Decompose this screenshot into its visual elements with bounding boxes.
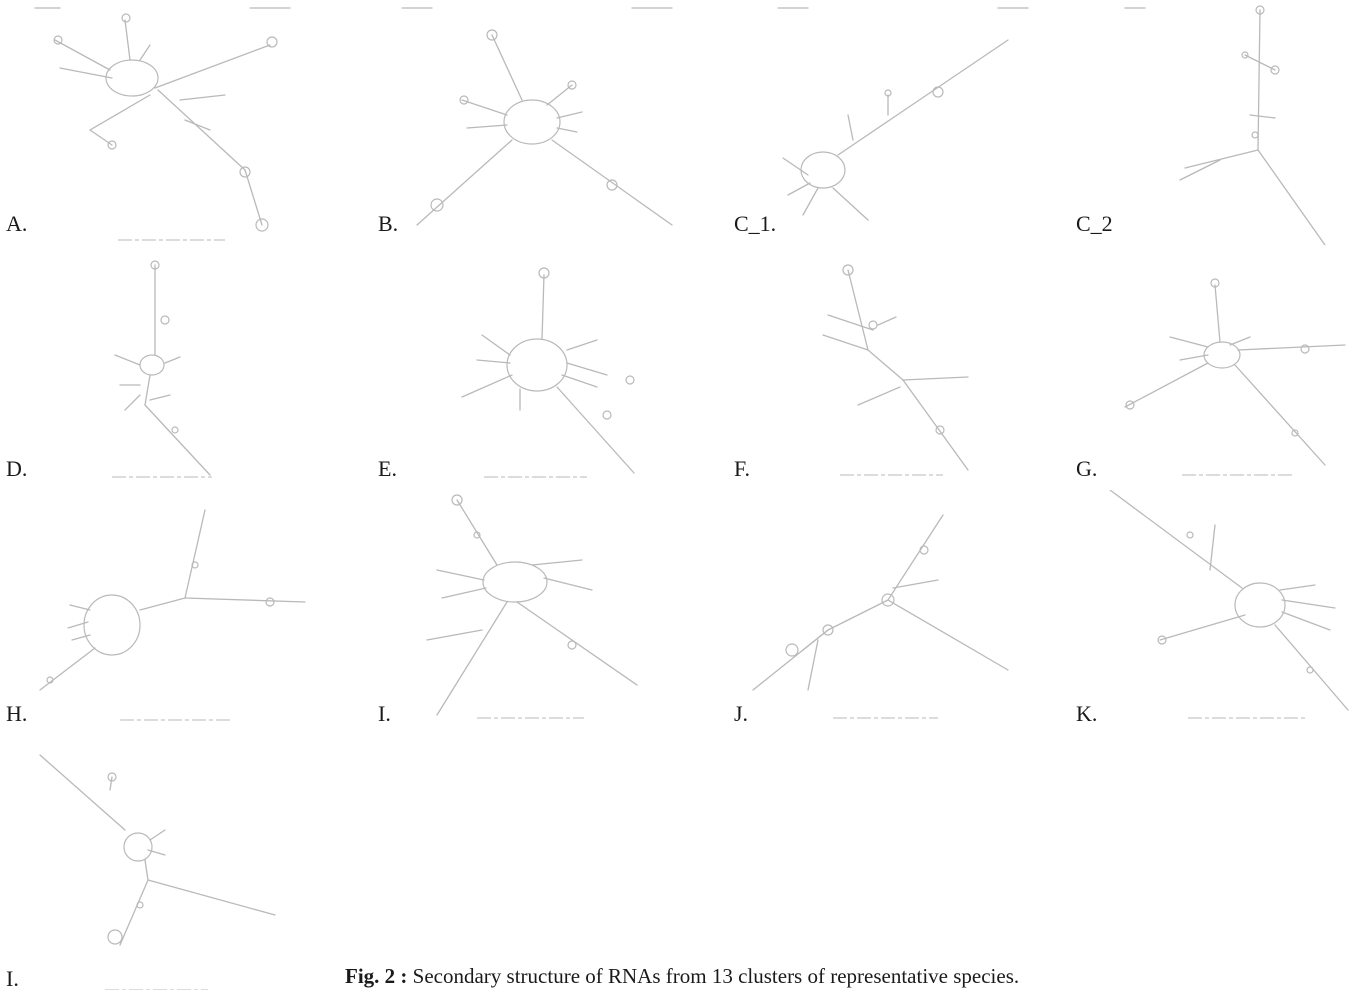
rna-structure-a — [34, 7, 291, 241]
rna-structure-e — [461, 267, 635, 478]
panel-f: F. — [728, 245, 1083, 490]
panel-label: G. — [1076, 456, 1098, 481]
figure-caption-text: Secondary structure of RNAs from 13 clus… — [407, 964, 1020, 988]
figure-caption-prefix: Fig. 2 : — [345, 964, 408, 988]
panel-k: K. — [1070, 490, 1355, 735]
panel-j: J. — [728, 490, 1083, 735]
rna-structure-g — [1124, 278, 1346, 476]
panel-label: C_2 — [1076, 211, 1113, 236]
panel-c2: C_2 — [1070, 0, 1355, 245]
rna-structure-f — [822, 264, 969, 476]
rna-structure-c1 — [777, 7, 1029, 221]
figure-caption: Fig. 2 : Secondary structure of RNAs fro… — [345, 964, 1019, 989]
panel-h: H. — [0, 490, 355, 735]
rna-structure-k — [1109, 490, 1349, 719]
panel-d: D. — [0, 245, 355, 490]
rna-structure-h — [39, 509, 306, 721]
panel-label: K. — [1076, 701, 1098, 726]
panel-b: B. — [372, 0, 727, 245]
panel-e: E. — [372, 245, 727, 490]
panel-label: D. — [6, 456, 28, 481]
panel-label: B. — [378, 211, 399, 236]
panel-label: A. — [6, 211, 28, 236]
panel-label: H. — [6, 701, 28, 726]
panel-label: E. — [378, 456, 397, 481]
panel-label: I. — [378, 701, 391, 726]
rna-structure-c2 — [1124, 5, 1326, 245]
panel-label: I. — [6, 966, 19, 991]
panel-g: G. — [1070, 245, 1355, 490]
panel-a: A. — [0, 0, 355, 245]
panel-label: J. — [734, 701, 749, 726]
rna-structure-l — [39, 754, 276, 990]
panel-label: C_1. — [734, 211, 777, 236]
rna-structure-d — [112, 260, 212, 478]
panel-c1: C_1. — [728, 0, 1083, 245]
panel-l: I. — [0, 745, 355, 991]
rna-structure-i1 — [426, 494, 638, 719]
panel-label: F. — [734, 456, 750, 481]
rna-structure-b — [401, 7, 673, 226]
panel-i1: I. — [372, 490, 727, 735]
rna-structure-j — [752, 514, 1009, 719]
